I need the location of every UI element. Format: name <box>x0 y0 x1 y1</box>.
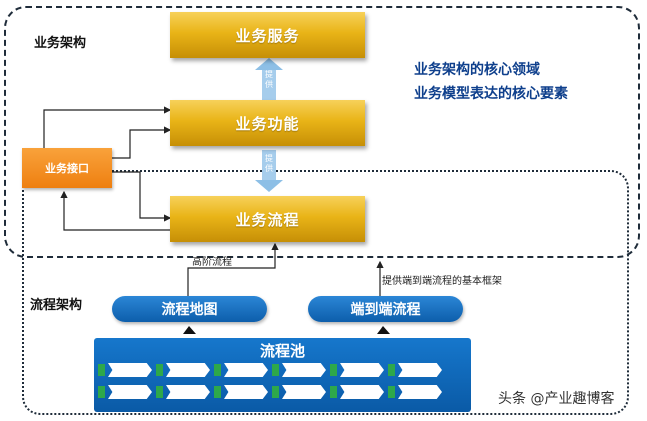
pool-cell <box>214 361 268 379</box>
provide-top-text: 提供 <box>265 70 273 89</box>
pool-cell <box>388 361 442 379</box>
business-function-box: 业务功能 <box>170 100 365 146</box>
side-text-line2: 业务模型表达的核心要素 <box>414 86 568 102</box>
business-interface-box: 业务接口 <box>22 148 112 188</box>
side-text: 业务架构的核心领域 业务模型表达的核心要素 <box>414 58 614 106</box>
process-architecture-region <box>22 170 629 415</box>
pool-cell <box>272 361 326 379</box>
pool-cell <box>272 383 326 401</box>
pool-cell <box>388 383 442 401</box>
pool-cell <box>330 361 384 379</box>
end-to-end-process-pill: 端到端流程 <box>308 296 463 322</box>
side-text-line1: 业务架构的核心领域 <box>414 62 540 78</box>
business-architecture-region <box>4 6 640 258</box>
pool-cell <box>156 361 210 379</box>
e2e-framework-label: 提供端到端流程的基本框架 <box>382 276 502 287</box>
process-architecture-label: 流程架构 <box>30 298 83 313</box>
pool-cell <box>214 383 268 401</box>
pool-row <box>98 383 468 401</box>
watermark: 头条 @产业趣博客 <box>498 391 615 407</box>
process-pool-title: 流程池 <box>259 342 305 360</box>
business-service-box: 业务服务 <box>170 12 365 58</box>
process-pool-grid <box>98 361 468 401</box>
pool-row <box>98 361 468 379</box>
pool-cell <box>98 361 152 379</box>
provide-arrow-top: 提供 <box>255 58 283 100</box>
provide-mid-text: 提供 <box>265 154 273 173</box>
business-process-box: 业务流程 <box>170 196 365 242</box>
pool-cell <box>156 383 210 401</box>
process-map-pill: 流程地图 <box>112 296 267 322</box>
pool-cell <box>330 383 384 401</box>
provide-arrow-mid: 提供 <box>255 150 283 192</box>
high-level-process-label: 高阶流程 <box>192 257 232 268</box>
pool-cell <box>98 383 152 401</box>
business-architecture-label: 业务架构 <box>34 36 87 51</box>
